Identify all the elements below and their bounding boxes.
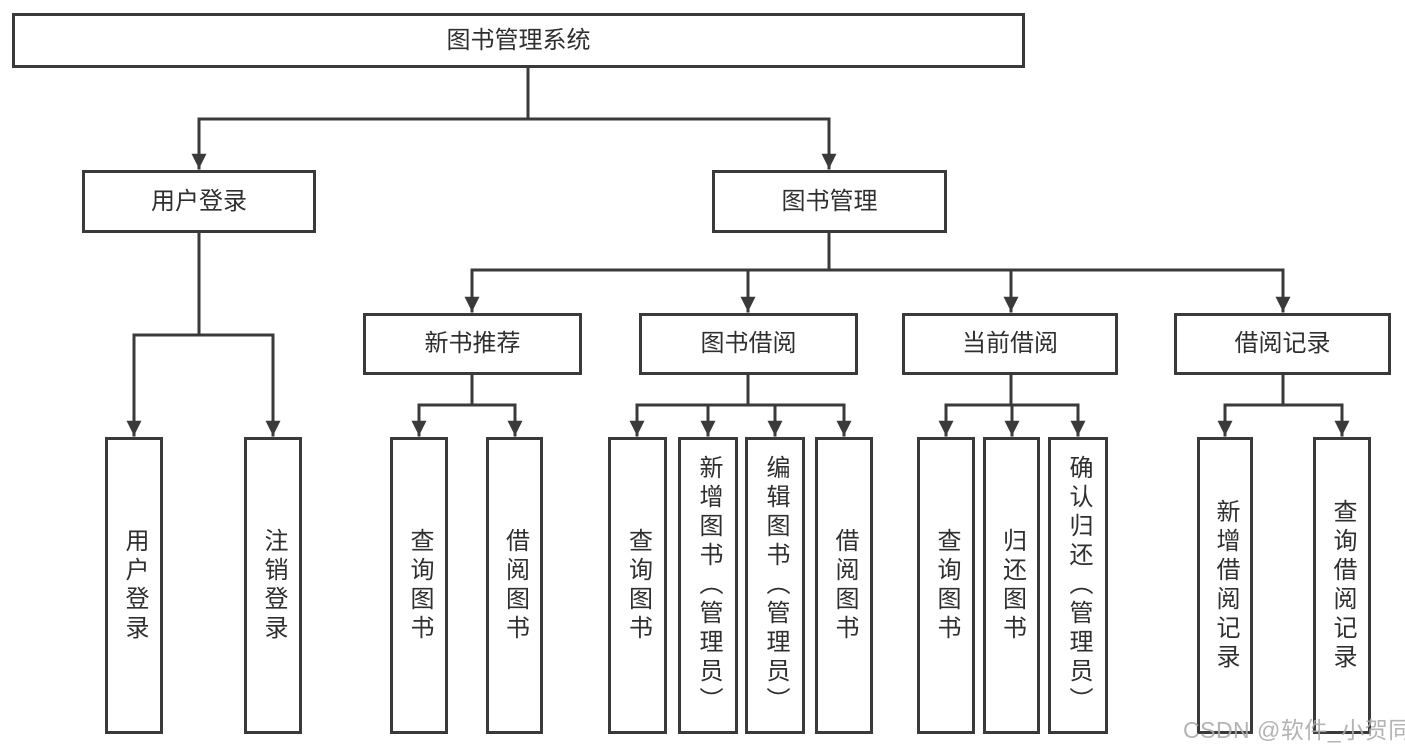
node-root-system: 图书管理系统 <box>12 13 1025 68</box>
node-book-management: 图书管理 <box>712 170 947 233</box>
node-user-login: 用户登录 <box>82 170 316 233</box>
csdn-watermark: CSDN @软件_小贺同学 <box>1183 717 1405 743</box>
leaf-record-query: 查询借阅记录 <box>1313 437 1371 734</box>
leaf-current-confirm-admin: 确认归还（管理员） <box>1048 437 1108 734</box>
leaf-current-return: 归还图书 <box>983 437 1040 734</box>
leaf-user-login: 用户登录 <box>105 437 163 734</box>
leaf-logout: 注销登录 <box>244 437 302 734</box>
node-borrow-records: 借阅记录 <box>1174 313 1391 375</box>
leaf-borrow-borrow: 借阅图书 <box>815 437 873 734</box>
leaf-record-add: 新增借阅记录 <box>1197 437 1253 734</box>
leaf-borrow-add-admin: 新增图书（管理员） <box>678 437 738 734</box>
leaf-newbook-borrow: 借阅图书 <box>486 437 543 734</box>
leaf-newbook-query: 查询图书 <box>390 437 448 734</box>
leaf-borrow-query: 查询图书 <box>608 437 667 734</box>
node-book-borrow: 图书借阅 <box>639 313 858 375</box>
node-new-book-recommend: 新书推荐 <box>363 313 582 375</box>
leaf-current-query: 查询图书 <box>917 437 975 734</box>
leaf-borrow-edit-admin: 编辑图书（管理员） <box>745 437 805 734</box>
node-current-borrow: 当前借阅 <box>902 313 1118 375</box>
